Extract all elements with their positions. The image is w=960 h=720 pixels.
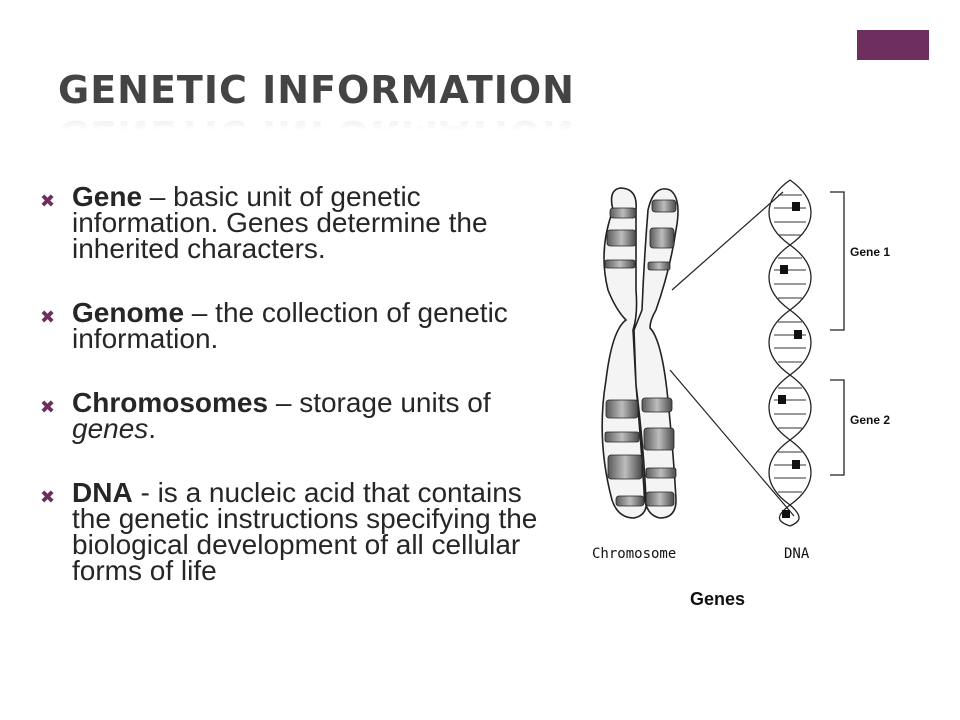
bullet-dna: ✖ DNA - is a nucleic acid that contains … xyxy=(36,477,556,586)
bullet-x-icon: ✖ xyxy=(40,397,56,417)
bullet-text: is a nucleic acid that contains the gene… xyxy=(72,477,538,586)
bullet-text: basic unit of genetic information. Genes… xyxy=(72,181,488,264)
gene-brackets xyxy=(830,191,845,476)
bullet-x-icon: ✖ xyxy=(40,307,56,327)
chromosome-dna-diagram: Gene 1 Gene 2 Chromosome DNA Genes xyxy=(592,179,890,609)
chromosome-label: Chromosome xyxy=(592,546,676,562)
chromosome-dna-figure: Gene 1 Gene 2 Chromosome DNA Genes xyxy=(578,170,918,615)
bullet-text: storage units of xyxy=(299,387,491,418)
dna-bases xyxy=(778,202,802,518)
figure-caption: Genes xyxy=(690,589,745,609)
dna-rungs xyxy=(774,194,806,493)
dna-label: DNA xyxy=(784,546,810,562)
slide-title-reflection: Genetic Information xyxy=(58,111,575,156)
bullet-separator: - xyxy=(132,477,158,508)
accent-square xyxy=(857,30,929,60)
bullet-term: Genome xyxy=(72,297,185,328)
bullet-x-icon: ✖ xyxy=(40,487,56,507)
chromosome-bands xyxy=(604,199,677,507)
gene-1-label: Gene 1 xyxy=(850,245,890,259)
bullet-text-italic: genes xyxy=(72,413,149,444)
bullet-list: ✖ Gene – basic unit of genetic informati… xyxy=(36,181,556,622)
bullet-term: Gene xyxy=(72,181,143,212)
bullet-separator: – xyxy=(142,181,174,212)
gene-2-label: Gene 2 xyxy=(850,413,890,427)
bullet-genome: ✖ Genome – the collection of genetic inf… xyxy=(36,297,556,354)
dna-helix xyxy=(768,179,812,527)
slide-title: Genetic Information xyxy=(58,68,575,112)
bullet-term: DNA xyxy=(72,477,133,508)
bullet-separator: – xyxy=(184,297,216,328)
bullet-separator: – xyxy=(268,387,300,418)
bullet-chromosomes: ✖ Chromosomes – storage units of genes. xyxy=(36,387,556,444)
bullet-gene: ✖ Gene – basic unit of genetic informati… xyxy=(36,181,556,264)
bullet-term: Chromosomes xyxy=(72,387,269,418)
bullet-x-icon: ✖ xyxy=(40,191,56,211)
bullet-text-end: . xyxy=(148,413,157,444)
zoom-lines xyxy=(669,191,795,517)
bullet-text: the collection of genetic information. xyxy=(72,297,508,354)
